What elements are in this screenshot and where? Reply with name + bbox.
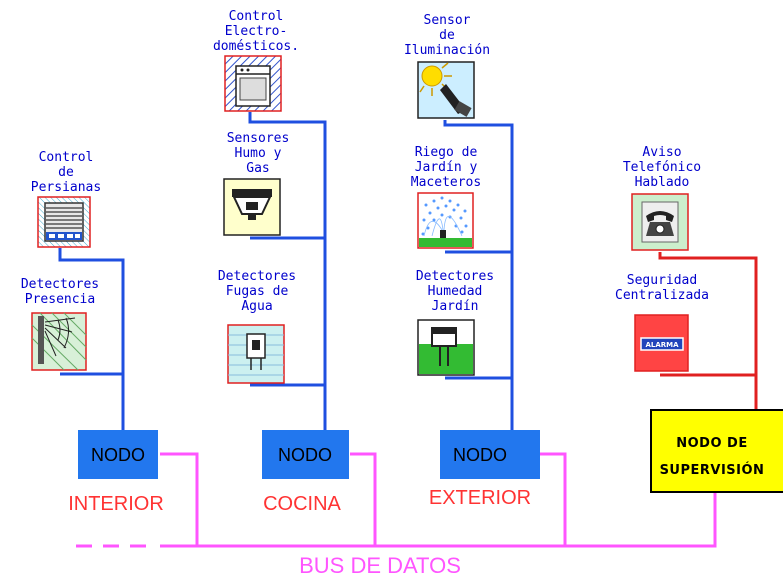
light-sensor-icon (417, 61, 475, 119)
zone-interior: INTERIOR (68, 493, 164, 515)
smoke-sensor-icon (223, 178, 281, 236)
bus-label: BUS DE DATOS (299, 553, 461, 575)
water-leak-sensor-icon (227, 324, 285, 384)
node-supervision-line1: NODO DE (676, 436, 747, 451)
red-wiring (658, 252, 758, 410)
presence-sensor-icon (31, 312, 87, 371)
node-supervision: NODO DE SUPERVISIÓN (650, 409, 783, 493)
node-interior-label: NODO (91, 445, 145, 465)
alarm-badge: ALARMA (645, 341, 679, 349)
node-cocina: NODO (262, 430, 349, 479)
node-exterior-label: NODO (453, 445, 507, 465)
sprinkler-icon (417, 192, 474, 249)
humidity-sensor-icon (417, 319, 475, 376)
node-exterior: NODO (440, 430, 540, 479)
node-supervision-line2: SUPERVISIÓN (660, 462, 765, 478)
data-bus-wiring (76, 452, 717, 548)
telephone-icon (631, 193, 689, 251)
appliance-icon (224, 55, 282, 112)
zone-exterior: EXTERIOR (429, 487, 531, 509)
node-cocina-label: NODO (278, 445, 332, 465)
zone-cocina: COCINA (263, 493, 341, 515)
blue-wiring (58, 112, 514, 430)
alarm-icon: ALARMA (634, 314, 689, 372)
blinds-icon (37, 196, 91, 248)
node-interior: NODO (78, 430, 158, 479)
